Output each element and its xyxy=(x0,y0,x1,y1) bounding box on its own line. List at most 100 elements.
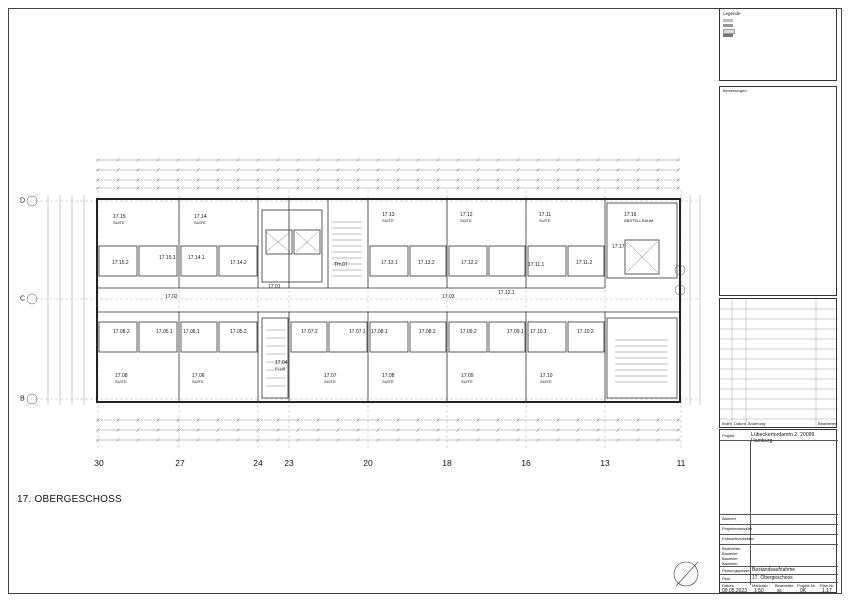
dimension-tick xyxy=(516,168,520,172)
dimension-tick xyxy=(616,186,620,190)
dimension-tick xyxy=(636,428,640,432)
dimension-tick xyxy=(376,438,380,442)
room-label: 17.17 xyxy=(612,244,625,250)
dimension-tick xyxy=(196,178,200,182)
dimension-tick xyxy=(376,178,380,182)
dimension-tick xyxy=(276,428,280,432)
dimension-tick xyxy=(136,178,140,182)
dimension-tick xyxy=(316,168,320,172)
axis-circles xyxy=(26,195,686,405)
dimension-tick xyxy=(536,158,540,162)
footer-value: 09.05.2023 xyxy=(722,588,748,594)
dimension-tick xyxy=(196,438,200,442)
dimension-tick xyxy=(576,168,580,172)
dimension-lines xyxy=(47,159,701,441)
dimension-tick xyxy=(436,438,440,442)
dimension-tick xyxy=(336,438,340,442)
legend-swatch xyxy=(723,24,733,27)
axis-label: 27 xyxy=(175,458,185,468)
plan-label: Plan xyxy=(722,576,731,581)
row-key: Bearbeiter xyxy=(722,546,741,551)
dimension-tick xyxy=(476,428,480,432)
divider xyxy=(720,440,838,441)
dimension-tick xyxy=(176,168,180,172)
outer-walls xyxy=(96,198,681,403)
bath-label: 17.11.2 xyxy=(576,260,593,266)
dimension-tick xyxy=(376,428,380,432)
dimension-tick xyxy=(496,178,500,182)
dimension-tick xyxy=(276,438,280,442)
divider xyxy=(720,582,838,583)
axis-label: 11 xyxy=(676,458,686,468)
dimension-tick xyxy=(236,186,240,190)
legend-swatch xyxy=(723,34,733,37)
dimension-tick xyxy=(276,418,280,422)
dimension-tick xyxy=(616,418,620,422)
axis-row-label: C xyxy=(20,295,26,303)
dimension-tick xyxy=(136,168,140,172)
dimension-tick xyxy=(256,168,260,172)
dimension-tick xyxy=(316,428,320,432)
bath-label: 17.09.2 xyxy=(460,329,477,335)
dimension-tick xyxy=(616,158,620,162)
divider xyxy=(750,440,751,585)
dimension-tick xyxy=(436,428,440,432)
dimension-tick xyxy=(196,428,200,432)
dimension-tick xyxy=(456,418,460,422)
dimension-tick xyxy=(536,428,540,432)
dimension-tick xyxy=(156,418,160,422)
dimension-tick xyxy=(596,158,600,162)
bath-label: 17.14.1 xyxy=(188,255,205,261)
dimension-tick xyxy=(316,418,320,422)
divider xyxy=(720,534,838,535)
legend-swatch xyxy=(723,19,733,22)
revision-table: Index Datum Änderung Bearbeiter xyxy=(719,298,838,429)
dimension-tick xyxy=(516,158,520,162)
dimension-tick xyxy=(496,418,500,422)
divider xyxy=(720,524,838,525)
dimension-tick xyxy=(236,438,240,442)
dimension-tick xyxy=(436,168,440,172)
bath-label: 17.10.2 xyxy=(577,329,594,335)
bath-label: 17.08.2 xyxy=(113,329,130,335)
dimension-tick xyxy=(496,168,500,172)
dimension-tick xyxy=(636,158,640,162)
dimension-tick xyxy=(476,186,480,190)
dimension-tick xyxy=(596,428,600,432)
dimension-tick xyxy=(156,178,160,182)
dimension-tick xyxy=(416,438,420,442)
row-key: Bauleiter xyxy=(722,561,738,566)
dimension-tick xyxy=(576,438,580,442)
legend-swatch xyxy=(723,29,735,34)
dimension-tick xyxy=(396,178,400,182)
dimension-tick xyxy=(476,418,480,422)
dimension-tick xyxy=(556,438,560,442)
room-label: 17.03 xyxy=(442,294,455,300)
bath-label: 17.07.1 xyxy=(349,329,366,335)
dimension-tick xyxy=(676,428,680,432)
dimension-tick xyxy=(196,168,200,172)
dimension-tick xyxy=(596,418,600,422)
dimension-tick xyxy=(236,178,240,182)
north-arrow xyxy=(673,561,699,587)
divider xyxy=(720,544,838,545)
footer-header: Projekt-Nr. xyxy=(797,583,816,588)
footer-header: Bearbeiter xyxy=(775,583,794,588)
dimension-tick xyxy=(276,178,280,182)
footer-value: sc xyxy=(777,588,782,594)
dimension-tick xyxy=(536,168,540,172)
dimension-tick xyxy=(656,186,660,190)
dimension-tick xyxy=(256,158,260,162)
footer-header: Maßstab xyxy=(752,583,768,588)
bath-label: 17.05.1 xyxy=(156,329,173,335)
footer-header: Plan-Nr. xyxy=(820,583,835,588)
dimension-tick xyxy=(536,178,540,182)
dimension-tick xyxy=(296,186,300,190)
